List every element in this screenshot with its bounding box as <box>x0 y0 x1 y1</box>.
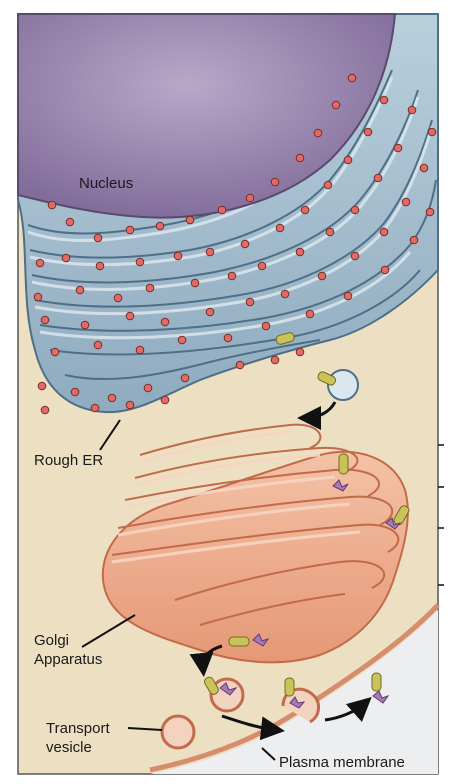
ribosome <box>33 292 43 302</box>
ribosome <box>173 251 183 261</box>
ribosome <box>407 105 417 115</box>
ribosome <box>350 205 360 215</box>
ribosome <box>135 345 145 355</box>
ribosome <box>295 347 305 357</box>
ribosome <box>325 227 335 237</box>
ribosome <box>160 395 170 405</box>
ribosome <box>350 251 360 261</box>
ribosome <box>343 155 353 165</box>
ribosome <box>379 95 389 105</box>
ribosome <box>261 321 271 331</box>
ribosomes <box>33 73 437 415</box>
ribosome <box>180 373 190 383</box>
ribosome <box>135 257 145 267</box>
ribosome <box>190 278 200 288</box>
ribosome <box>125 311 135 321</box>
golgi-apparatus <box>101 423 409 664</box>
ribosome <box>65 217 75 227</box>
ribosome <box>295 153 305 163</box>
edge-ticks <box>438 444 444 586</box>
ribosome <box>80 320 90 330</box>
ribosome <box>343 291 353 301</box>
ribosome <box>177 335 187 345</box>
ribosome <box>113 293 123 303</box>
ribosome <box>275 223 285 233</box>
golgi-label-line2: Apparatus <box>34 651 103 668</box>
ribosome <box>409 235 419 245</box>
ribosome <box>245 193 255 203</box>
ribosome <box>107 393 117 403</box>
ribosome <box>295 247 305 257</box>
proteins <box>203 332 410 697</box>
nucleus-label: Nucleus <box>79 175 134 192</box>
ribosome <box>185 215 195 225</box>
carbohydrates <box>219 479 402 709</box>
ribosome <box>305 309 315 319</box>
ribosome <box>363 127 373 137</box>
ribosome <box>40 405 50 415</box>
vesicle-label-line2: vesicle <box>46 739 92 756</box>
vesicle-label-line1: Transport <box>46 720 110 737</box>
rough-er-label: Rough ER <box>34 452 104 469</box>
ribosome <box>35 258 45 268</box>
ribosome <box>300 205 310 215</box>
ribosome <box>240 239 250 249</box>
ribosome <box>125 225 135 235</box>
extracellular-space <box>150 610 438 774</box>
ribosome <box>47 200 57 210</box>
ribosome <box>37 381 47 391</box>
ribosome <box>205 247 215 257</box>
ribosome <box>75 285 85 295</box>
ribosome <box>125 400 135 410</box>
ribosome <box>257 261 267 271</box>
ribosome <box>90 403 100 413</box>
ribosome <box>280 289 290 299</box>
ribosome <box>61 253 71 263</box>
ribosome <box>217 205 227 215</box>
transport-vesicles <box>160 369 359 750</box>
ribosome <box>70 387 80 397</box>
ribosome <box>205 307 215 317</box>
ribosome <box>270 355 280 365</box>
ribosome <box>427 127 437 137</box>
ribosome <box>50 347 60 357</box>
ribosome <box>373 173 383 183</box>
ribosome <box>223 333 233 343</box>
ribosome <box>331 100 341 110</box>
ribosome <box>245 297 255 307</box>
ribosome <box>93 233 103 243</box>
ribosome <box>347 73 357 83</box>
ribosome <box>323 180 333 190</box>
ribosome <box>313 128 323 138</box>
ribosome <box>235 360 245 370</box>
ribosome <box>419 163 429 173</box>
ribosome <box>380 265 390 275</box>
leader-lines <box>81 419 276 761</box>
nucleus <box>17 13 397 219</box>
ribosome <box>155 221 165 231</box>
ribosome <box>143 383 153 393</box>
ribosome <box>227 271 237 281</box>
ribosome <box>317 271 327 281</box>
ribosome <box>160 317 170 327</box>
ribosome <box>95 261 105 271</box>
ribosome <box>393 143 403 153</box>
ribosome <box>401 197 411 207</box>
golgi-label-line1: Golgi <box>34 632 70 649</box>
ribosome <box>93 340 103 350</box>
flow-arrows <box>189 401 372 741</box>
ribosome <box>40 315 50 325</box>
ribosome <box>145 283 155 293</box>
ribosome <box>270 177 280 187</box>
ribosome <box>379 227 389 237</box>
ribosome <box>425 207 435 217</box>
plasma-membrane-label: Plasma membrane <box>279 754 405 771</box>
